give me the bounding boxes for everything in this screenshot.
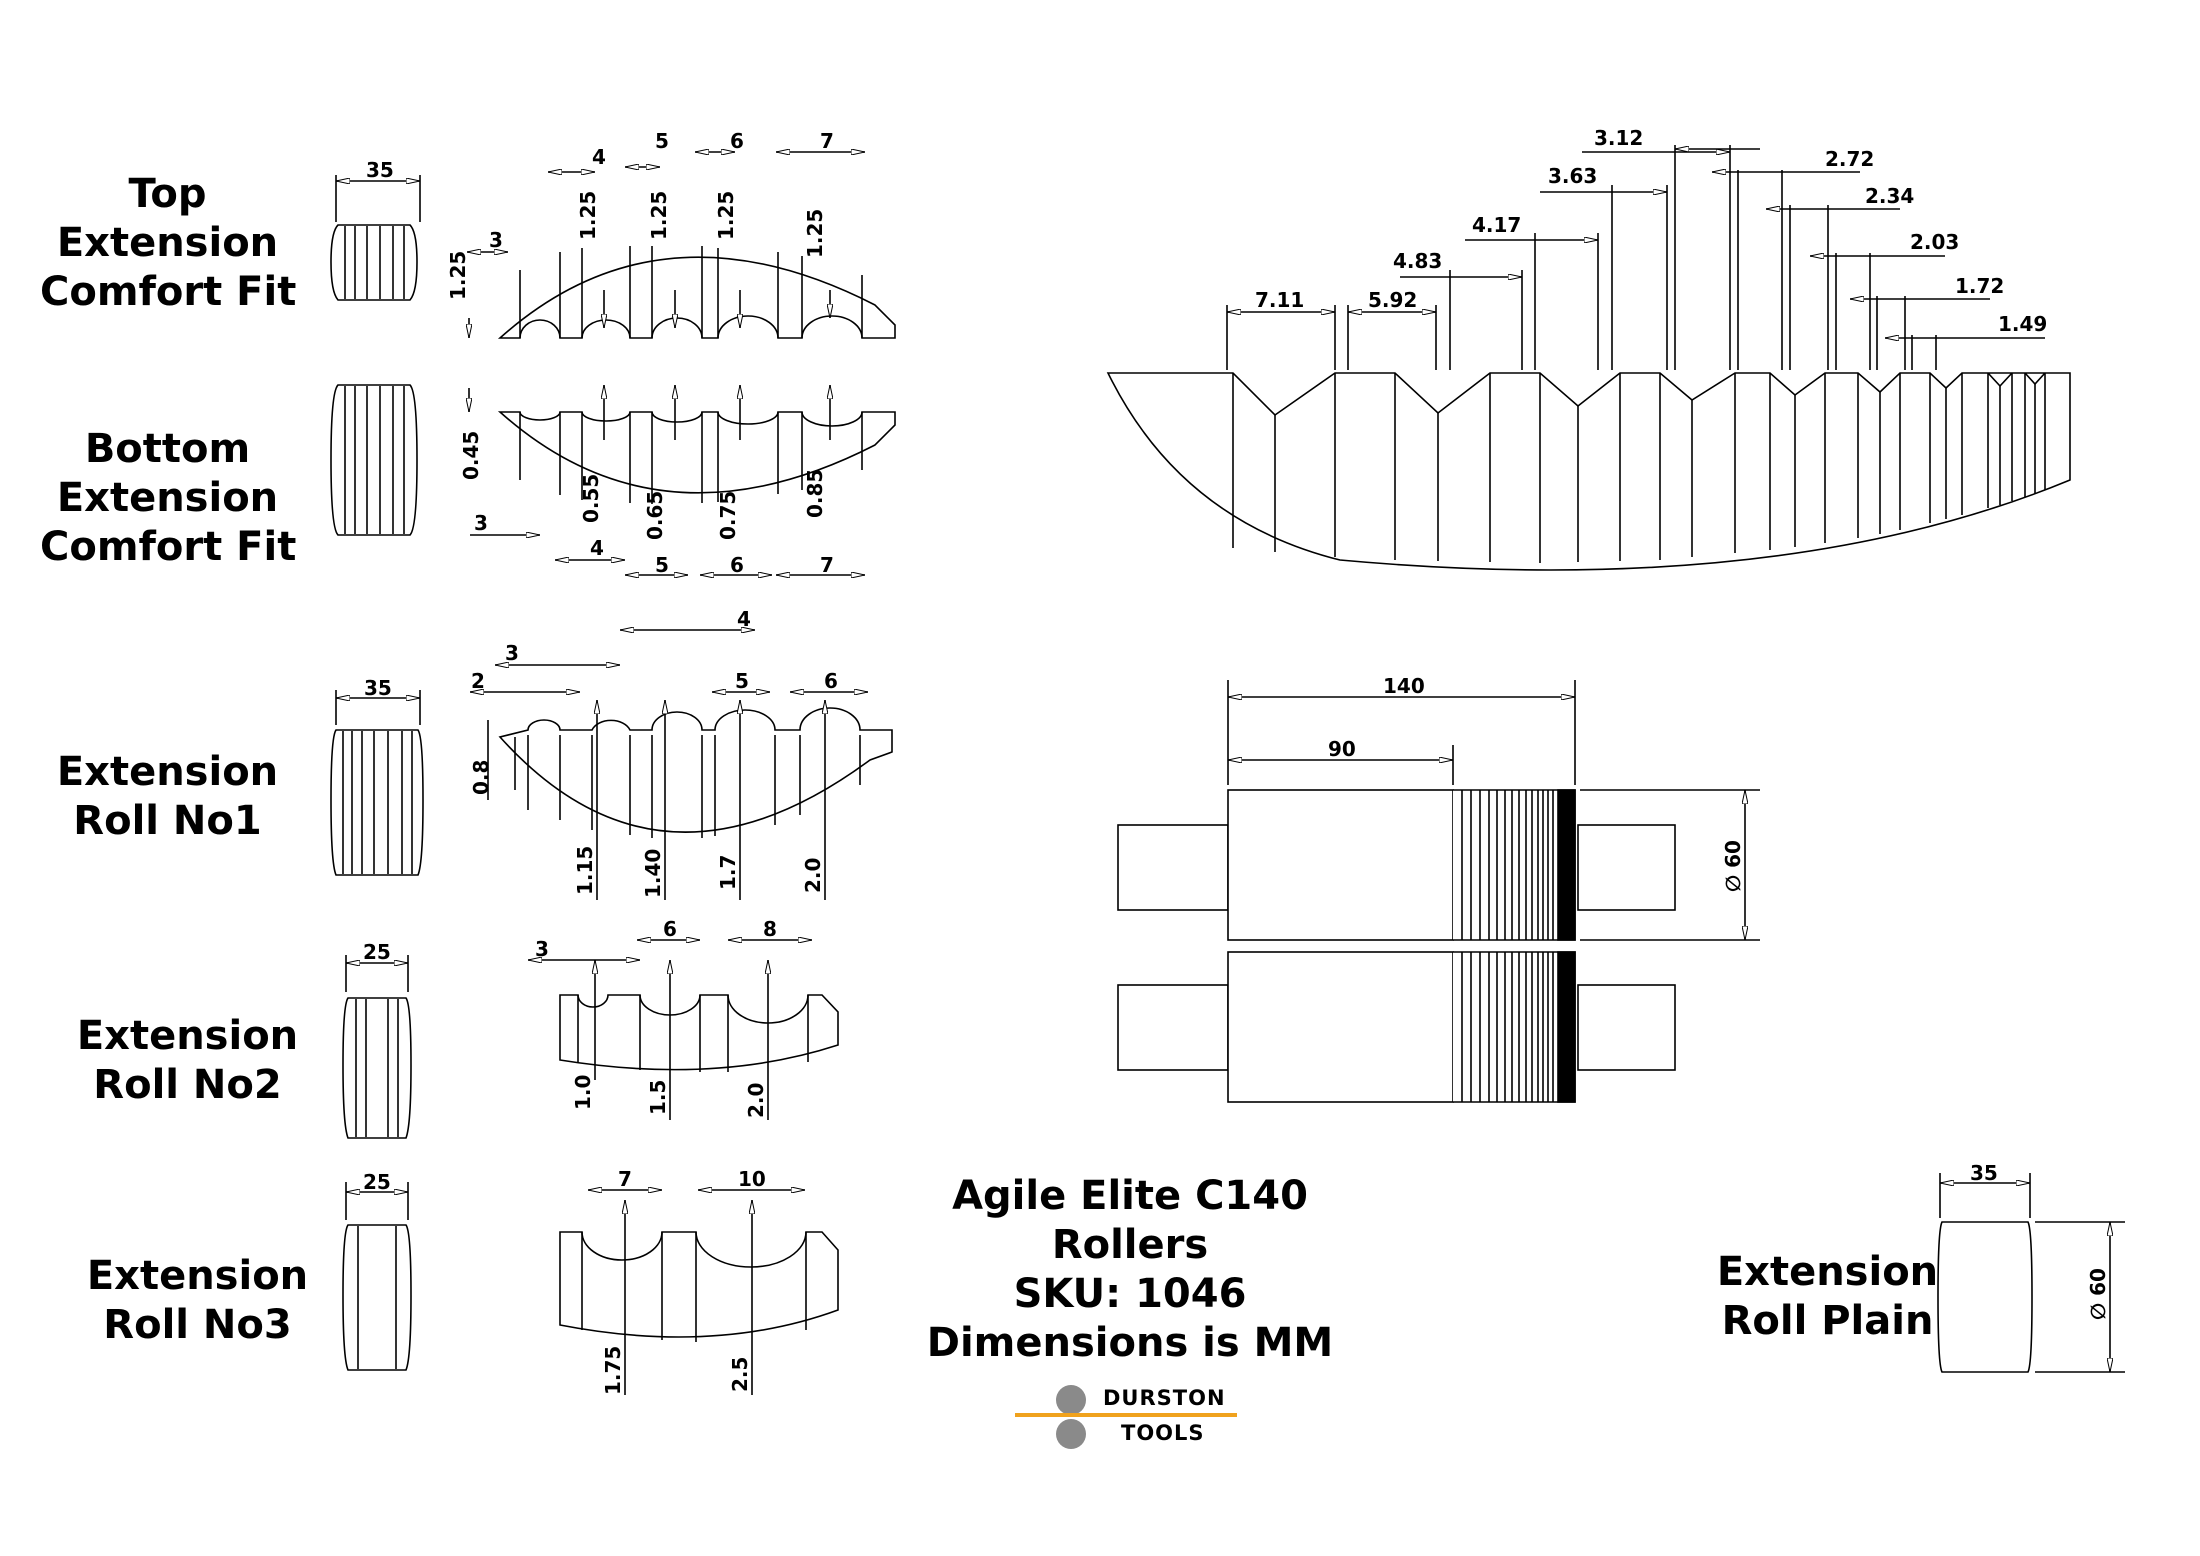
roll2-h-2: 1.5 — [646, 1080, 670, 1115]
top-h-2: 1.25 — [576, 191, 600, 240]
roll3-profile — [559, 1190, 839, 1395]
roll2-side-width-label: 25 — [363, 940, 391, 964]
bottom-w-4: 4 — [590, 536, 604, 560]
roll1-profile — [470, 630, 893, 900]
title-sku: SKU: 1046 — [1013, 1271, 1247, 1317]
roll2-w-3: 3 — [535, 937, 549, 961]
bottom-h-1: 0.45 — [459, 431, 483, 480]
top-w-7: 7 — [820, 129, 834, 153]
roll3-h-1: 1.75 — [601, 1346, 625, 1395]
profile-dim-7: 2.72 — [1825, 147, 1874, 171]
top-comfort-side-view — [330, 175, 421, 301]
bottom-h-5: 0.85 — [803, 469, 827, 518]
profile-dim-3: 4.83 — [1393, 249, 1442, 273]
top-h-5: 1.25 — [803, 209, 827, 258]
profile-dim-10: 1.72 — [1955, 274, 2004, 298]
top-h-3: 1.25 — [647, 191, 671, 240]
roll1-h-5: 2.0 — [801, 858, 825, 893]
profile-dim-8: 2.34 — [1865, 184, 1914, 208]
assembly-total-length: 140 — [1383, 674, 1425, 698]
roll3-w-10: 10 — [738, 1167, 766, 1191]
bottom-w-6: 6 — [730, 553, 744, 577]
assembly-body-length: 90 — [1328, 737, 1356, 761]
plain-roll-view — [1937, 1173, 2125, 1373]
profile-dim-11: 1.49 — [1998, 312, 2047, 336]
durston-tools-logo: DURSTON TOOLS — [1015, 1378, 1240, 1449]
roll1-w-4: 4 — [737, 607, 751, 631]
logo-word-tools: TOOLS — [1121, 1421, 1205, 1445]
top-side-width-label: 35 — [366, 158, 394, 182]
roll2-profile — [528, 940, 839, 1120]
roll1-w-3: 3 — [505, 641, 519, 665]
title-units: Dimensions is MM — [926, 1320, 1334, 1366]
roll1-w-2: 2 — [471, 669, 485, 693]
roll1-h-2: 1.15 — [573, 846, 597, 895]
profile-dim-4: 4.17 — [1472, 213, 1521, 237]
bottom-w-7: 7 — [820, 553, 834, 577]
bottom-h-4: 0.75 — [716, 491, 740, 540]
roll1-h-3: 1.40 — [641, 849, 665, 898]
bottom-w-5: 5 — [655, 553, 669, 577]
bottom-comfort-profile — [469, 385, 896, 575]
bottom-comfort-side-view — [330, 384, 418, 536]
roll2-w-8: 8 — [763, 917, 777, 941]
top-w-5: 5 — [655, 129, 669, 153]
bottom-w-3: 3 — [474, 511, 488, 535]
logo-bar — [1015, 1413, 1237, 1417]
top-h-4: 1.25 — [714, 191, 738, 240]
top-h-1: 1.25 — [446, 251, 470, 300]
top-w-3: 3 — [489, 228, 503, 252]
roll2-w-6: 6 — [663, 917, 677, 941]
roll3-w-7: 7 — [618, 1167, 632, 1191]
roller-assembly-top — [1117, 680, 1760, 941]
logo-word-durston: DURSTON — [1103, 1386, 1226, 1410]
plain-diameter: ∅ 60 — [2086, 1268, 2110, 1320]
profile-dim-6: 3.12 — [1594, 126, 1643, 150]
title-product: Agile Elite C140 Rollers — [952, 1173, 1308, 1268]
roll3-side-view — [342, 1182, 412, 1371]
title-block: Agile Elite C140 Rollers SKU: 1046 Dimen… — [880, 1172, 1380, 1368]
top-w-4: 4 — [592, 145, 606, 169]
knurl-lines-top — [1461, 789, 1576, 941]
knurl-lines-bottom — [1461, 951, 1576, 1103]
large-profile-view — [1106, 145, 2071, 571]
plain-width: 35 — [1970, 1161, 1998, 1185]
profile-dim-2: 5.92 — [1368, 288, 1417, 312]
logo-dot-top — [1056, 1385, 1086, 1415]
roll1-side-width-label: 35 — [364, 676, 392, 700]
profile-dim-9: 2.03 — [1910, 230, 1959, 254]
roll2-h-1: 1.0 — [571, 1075, 595, 1110]
profile-dim-5: 3.63 — [1548, 164, 1597, 188]
roll1-side-view — [330, 690, 424, 876]
bottom-h-3: 0.65 — [643, 491, 667, 540]
roll1-w-6: 6 — [824, 669, 838, 693]
roller-assembly-bottom — [1117, 951, 1676, 1103]
roll3-h-2: 2.5 — [728, 1357, 752, 1392]
roll2-side-view — [342, 955, 412, 1139]
profile-dim-1: 7.11 — [1255, 288, 1304, 312]
roll1-h-4: 1.7 — [716, 855, 740, 890]
roll2-h-3: 2.0 — [744, 1083, 768, 1118]
top-comfort-profile — [467, 152, 896, 339]
top-w-6: 6 — [730, 129, 744, 153]
bottom-h-2: 0.55 — [579, 474, 603, 523]
logo-dot-bottom — [1056, 1419, 1086, 1449]
roll1-h-1: 0.8 — [469, 760, 493, 795]
roll1-w-5: 5 — [735, 669, 749, 693]
assembly-diameter: ∅ 60 — [1721, 840, 1745, 892]
roll3-side-width-label: 25 — [363, 1170, 391, 1194]
